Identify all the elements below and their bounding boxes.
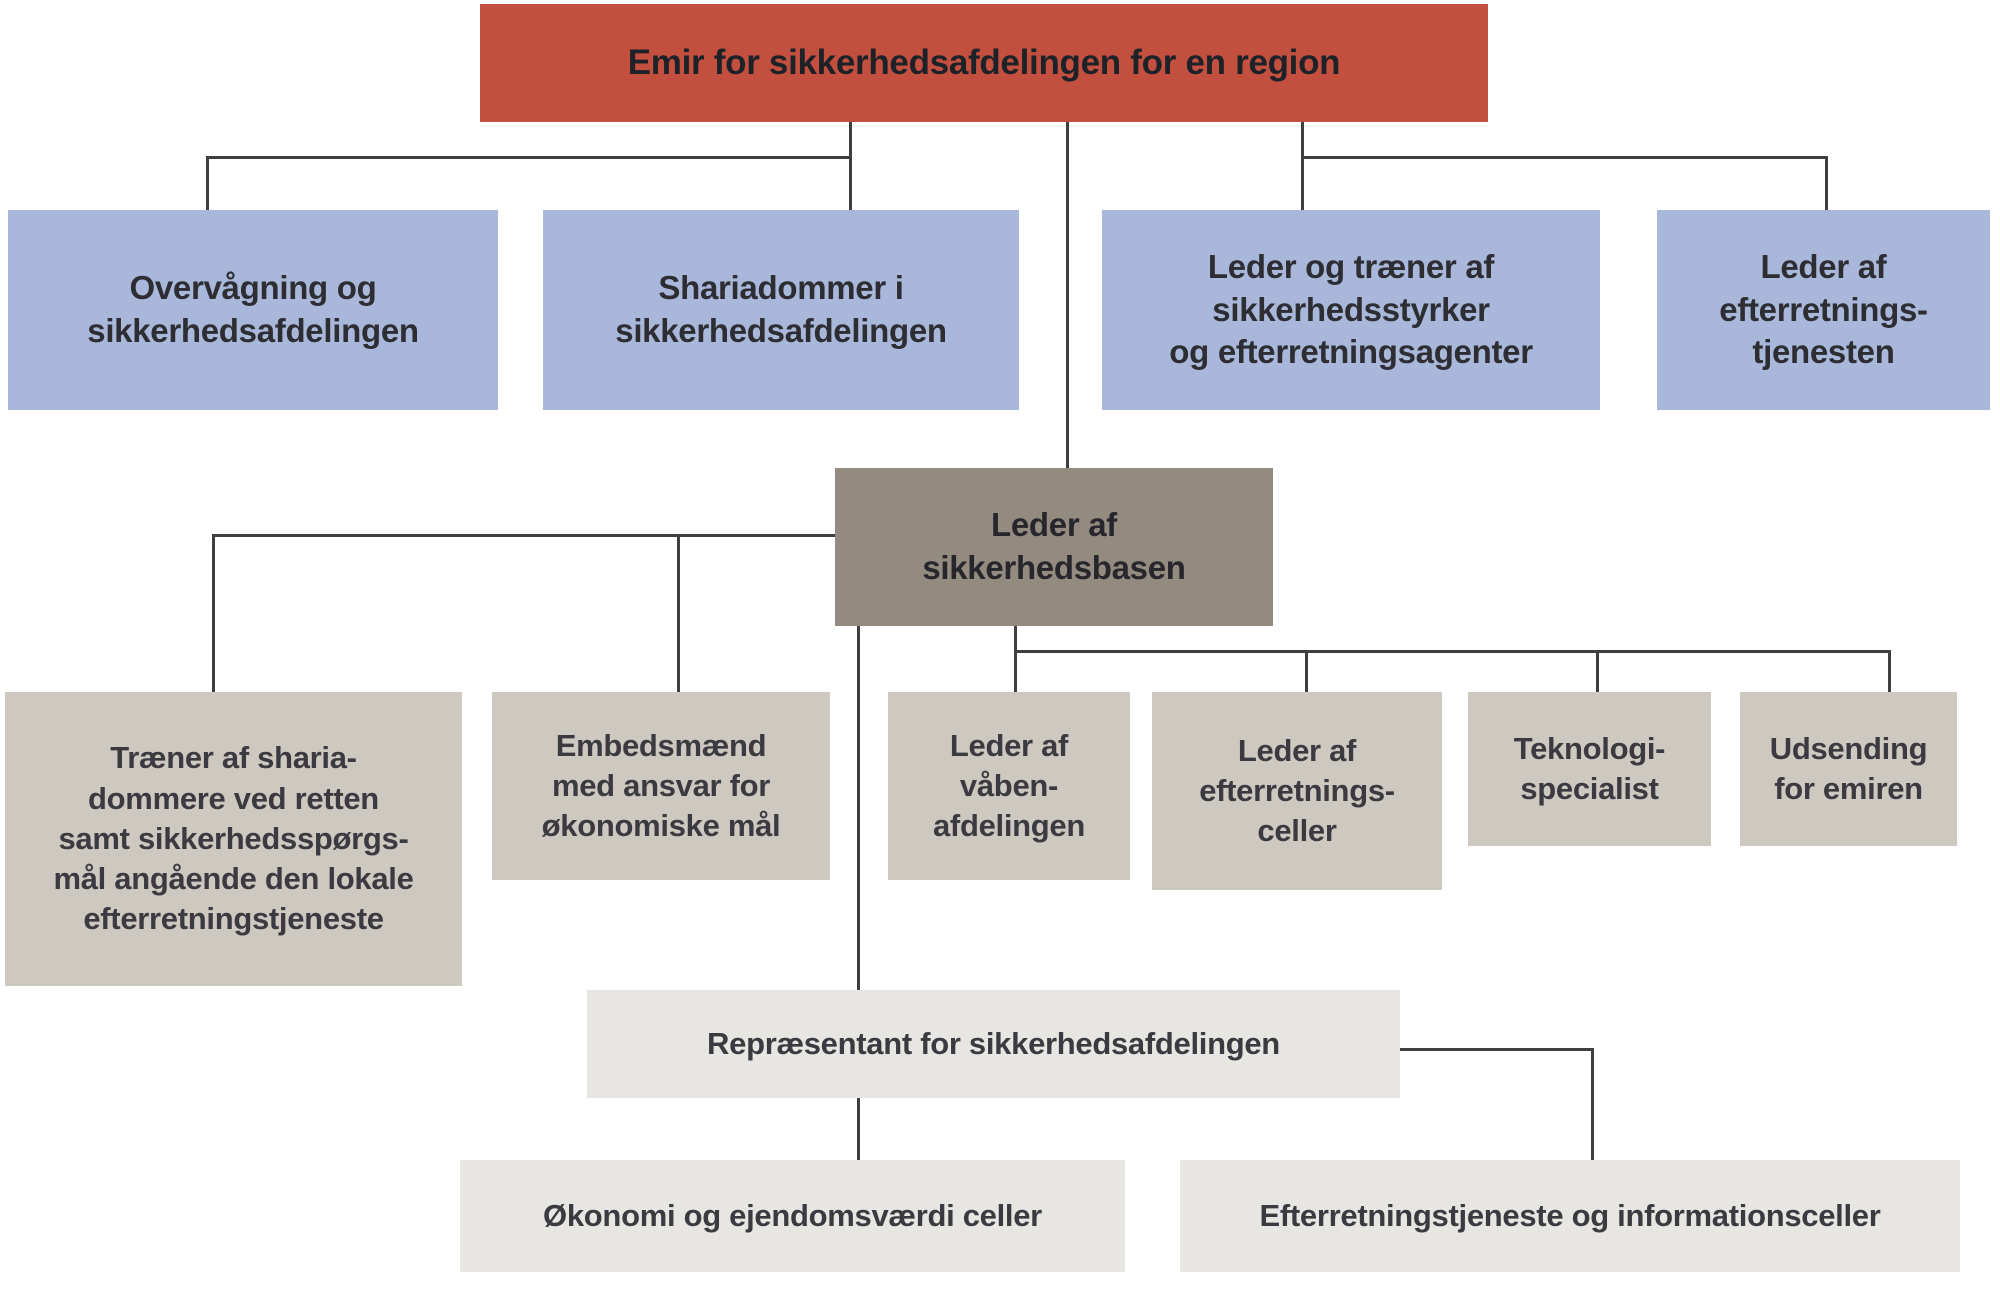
connector [857,1098,860,1160]
node-leder-efterretningstjenesten: Leder af efterretnings- tjenesten [1657,210,1990,410]
node-oekonomi-ejendomsvaerdi-celler: Økonomi og ejendomsværdi celler [460,1160,1125,1272]
node-overvaagning-sikkerhedsafdelingen: Overvågning og sikkerhedsafdelingen [8,210,498,410]
connector [206,156,852,159]
connector [1014,650,1891,653]
connector [849,122,852,210]
connector [1591,1048,1594,1160]
node-leder-sikkerhedsbasen: Leder af sikkerhedsbasen [835,468,1273,626]
node-repraesentant-sikkerhedsafdelingen: Repræsentant for sikkerhedsafdelingen [587,990,1400,1098]
node-shariadommer-sikkerhedsafdelingen: Shariadommer i sikkerhedsafdelingen [543,210,1019,410]
node-udsending-for-emiren: Udsending for emiren [1740,692,1957,846]
node-leder-efterretningsceller: Leder af efterretnings- celler [1152,692,1442,890]
node-leder-vaabenafdelingen: Leder af våben- afdelingen [888,692,1130,880]
connector [1825,156,1828,210]
connector [1596,650,1599,692]
connector [206,156,209,210]
node-embedsmaend-oekonomiske-maal: Embedsmænd med ansvar for økonomiske mål [492,692,830,880]
connector [1888,650,1891,692]
connector [212,534,215,692]
connector [1301,156,1828,159]
connector [1301,122,1304,210]
node-efterretningstjeneste-informationsceller: Efterretningstjeneste og informationscel… [1180,1160,1960,1272]
connector [212,534,837,537]
connector [1305,650,1308,692]
connector [677,534,680,692]
connector [1014,626,1017,692]
node-traener-shariadommere: Træner af sharia- dommere ved retten sam… [5,692,462,986]
connector [1400,1048,1593,1051]
connector [857,626,860,992]
node-teknologispecialist: Teknologi- specialist [1468,692,1711,846]
connector [1066,122,1069,468]
node-emir-region: Emir for sikkerhedsafdelingen for en reg… [480,4,1488,122]
node-leder-traener-sikkerhedsstyrker: Leder og træner af sikkerhedsstyrker og … [1102,210,1600,410]
